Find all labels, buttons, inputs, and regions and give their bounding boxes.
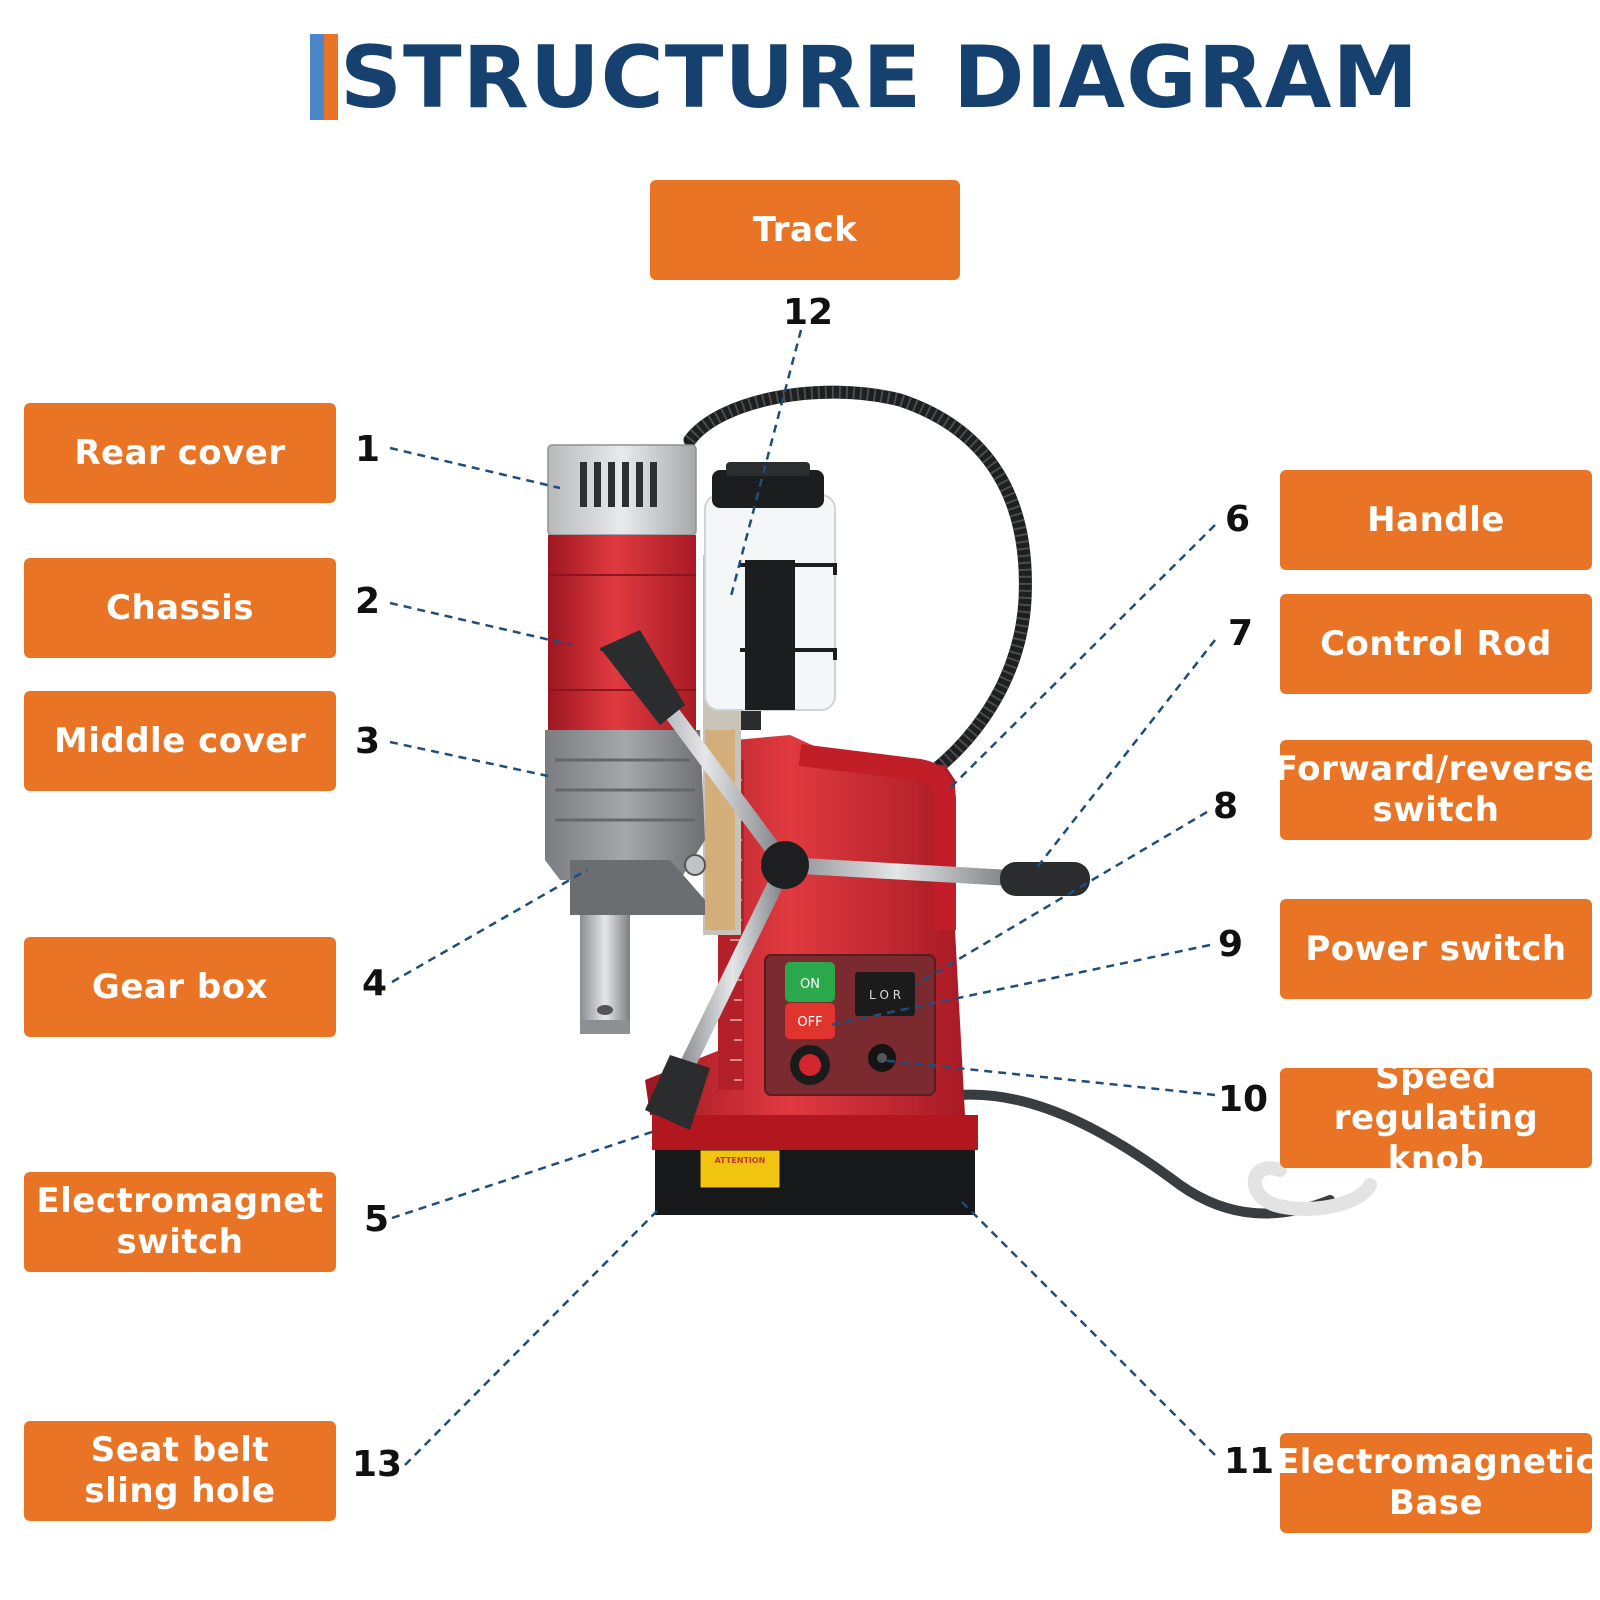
label-chassis: Chassis <box>24 558 336 658</box>
label-electromagnetic-base: Electromagnetic Base <box>1276 1433 1596 1533</box>
label-handle: Handle <box>1280 470 1592 570</box>
title-accent-bar-blue <box>310 34 324 120</box>
handle-grip-right <box>1000 862 1090 896</box>
number-8: 8 <box>1213 786 1239 827</box>
label-gear-box: Gear box <box>24 937 336 1037</box>
off-button <box>785 1003 835 1039</box>
page-title: STRUCTURE DIAGRAM <box>340 28 1420 128</box>
handle-grip-up <box>600 630 685 725</box>
number-3: 3 <box>355 721 381 762</box>
handle-grip-down <box>645 1055 710 1130</box>
leader-lines <box>389 329 1216 1466</box>
off-button-label: OFF <box>797 1015 822 1030</box>
middle-cover <box>545 730 705 880</box>
red-frame-arch <box>798 744 956 930</box>
on-button <box>785 962 835 1002</box>
number-7: 7 <box>1228 613 1254 654</box>
bottle-cap <box>712 470 824 508</box>
label-control-rod: Control Rod <box>1280 594 1592 694</box>
gear-box <box>570 860 705 915</box>
label-track: Track <box>650 180 960 280</box>
vent-slots <box>580 462 657 507</box>
power-cable <box>955 1089 1335 1219</box>
label-power-switch: Power switch <box>1280 899 1592 999</box>
label-electromagnet-switch: Electromagnet switch <box>24 1172 336 1272</box>
warning-sticker-text: ATTENTION <box>715 1156 766 1165</box>
number-5: 5 <box>364 1199 390 1240</box>
handle-spoke-right <box>777 857 1018 886</box>
number-11: 11 <box>1224 1441 1275 1482</box>
number-6: 6 <box>1225 499 1251 540</box>
label-middle-cover: Middle cover <box>24 691 336 791</box>
on-button-label: ON <box>800 977 820 992</box>
power-cable-coil <box>1248 1161 1377 1216</box>
number-2: 2 <box>355 581 381 622</box>
number-1: 1 <box>355 429 381 470</box>
number-4: 4 <box>362 963 388 1004</box>
label-seat-belt-sling-hole: Seat belt sling hole <box>24 1421 336 1521</box>
number-13: 13 <box>352 1444 403 1485</box>
number-12: 12 <box>783 292 834 333</box>
title-accent-bar-orange <box>324 34 338 120</box>
handle-spoke-down <box>672 857 793 1088</box>
title-block: STRUCTURE DIAGRAM <box>310 30 1418 130</box>
rocker-label: L O R <box>869 988 901 1002</box>
forward-reverse-rocker <box>855 972 915 1016</box>
handle-hub <box>761 841 809 889</box>
number-9: 9 <box>1218 924 1244 965</box>
number-10: 10 <box>1218 1079 1269 1120</box>
label-speed-regulating-knob: Speed regulating knob <box>1280 1057 1592 1179</box>
label-rear-cover: Rear cover <box>24 403 336 503</box>
label-forward-reverse-switch: Forward/reverse switch <box>1275 740 1597 840</box>
